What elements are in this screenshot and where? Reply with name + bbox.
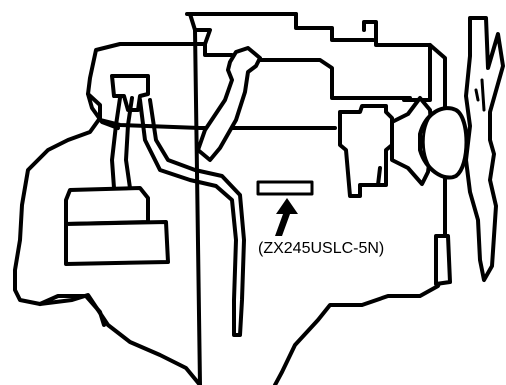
pump-detail [376, 166, 382, 187]
arrow-pointer [275, 198, 298, 236]
dipstick-tube-1 [110, 96, 122, 190]
pulley-inner [421, 112, 436, 174]
serial-number-plate [256, 180, 314, 196]
sensor [434, 234, 452, 286]
filler-pipe [196, 46, 262, 162]
dipstick-tube-3 [138, 98, 246, 337]
oil-pan [38, 294, 106, 327]
dipstick-tube-2 [124, 96, 134, 190]
cylinder-head [188, 12, 412, 100]
left-cover [86, 92, 120, 130]
water-pump-housing [338, 104, 394, 198]
top-tab [362, 20, 378, 42]
model-label: (ZX245USLC-5N) [258, 240, 385, 257]
fan-blades [464, 16, 505, 282]
fan-blade-inner [474, 78, 486, 112]
filter-lower [64, 220, 170, 266]
block-centerline [98, 118, 337, 130]
filter-upper [64, 186, 150, 226]
